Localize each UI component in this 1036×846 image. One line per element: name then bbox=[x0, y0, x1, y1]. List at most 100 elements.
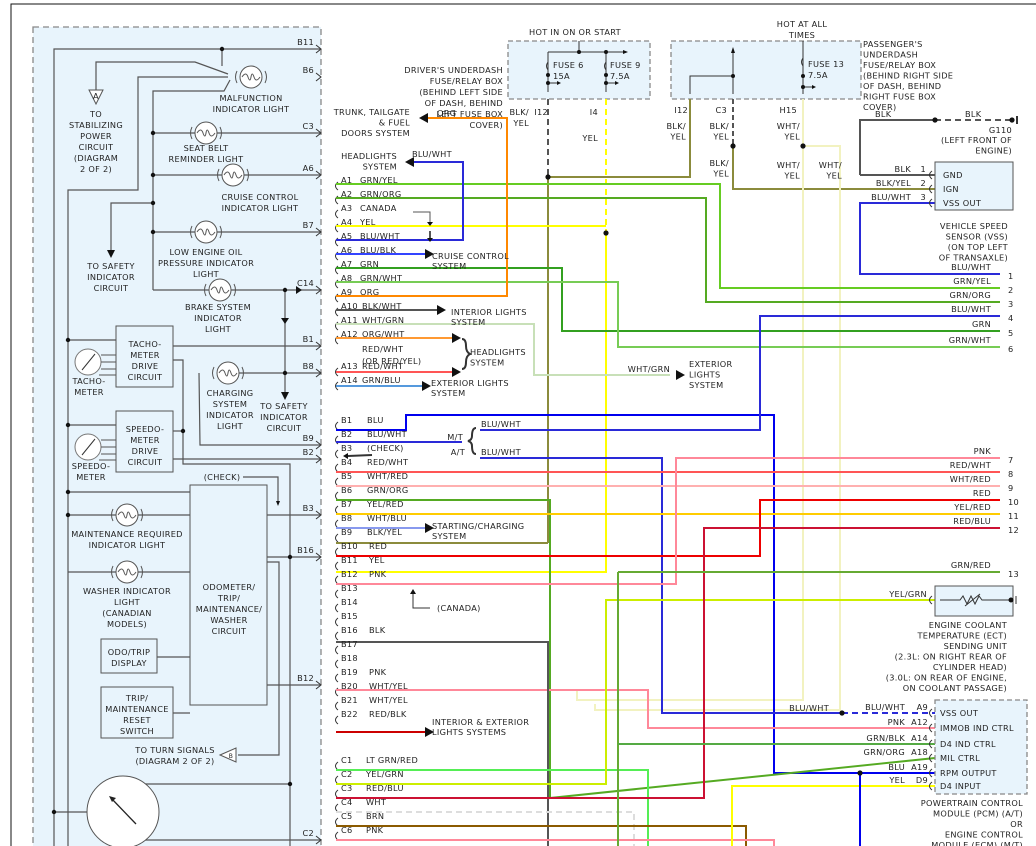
output-wire-label: GRN/ORG bbox=[950, 290, 992, 300]
ect-label: (2.3L: ON RIGHT REAR OF bbox=[895, 652, 1007, 662]
bulb-filament bbox=[223, 171, 243, 179]
junction-dot bbox=[1009, 117, 1015, 123]
wire-a7 bbox=[336, 267, 1000, 332]
indicator-light-label: LIGHT bbox=[114, 597, 141, 607]
reset-switch-box bbox=[100, 686, 174, 739]
headlights-system-label: HEADLIGHTS bbox=[341, 151, 397, 161]
trunk-system-label: TRUNK, TAILGATE bbox=[333, 107, 410, 117]
odometer-box-label: MAINTENANCE/ bbox=[196, 604, 262, 614]
connector-socket-icon bbox=[335, 715, 339, 725]
odometer-circuit-box bbox=[189, 484, 268, 706]
diode-icon bbox=[296, 286, 302, 294]
arrow-up-icon bbox=[410, 589, 416, 594]
canada-pointer-b bbox=[412, 591, 430, 609]
wire-color-label: ORG bbox=[437, 108, 456, 118]
safety-note: CIRCUIT bbox=[267, 423, 302, 433]
hot-at-all-times-label: HOT AT ALL bbox=[777, 19, 828, 29]
pin-label: B16 bbox=[341, 625, 358, 635]
tag-b-label: B bbox=[229, 753, 233, 760]
ect-label: CYLINDER HEAD) bbox=[933, 662, 1007, 672]
bulb-socket bbox=[212, 366, 244, 380]
arrow-right-icon bbox=[425, 523, 434, 533]
ect-label: ON COOLANT PASSAGE) bbox=[903, 683, 1007, 693]
vss-pin-num: 3 bbox=[920, 192, 926, 202]
canada-note: (CANADA) bbox=[437, 603, 481, 613]
output-number: 5 bbox=[1008, 328, 1014, 338]
pin-label: C3 bbox=[341, 783, 353, 793]
check-label: (CHECK) bbox=[204, 472, 241, 482]
wire-color-label: GRN/ORG bbox=[360, 189, 402, 199]
connector-socket-icon bbox=[335, 307, 339, 317]
connector-socket-icon bbox=[929, 198, 933, 208]
pcm-pin-name: MIL CTRL bbox=[940, 753, 980, 763]
pcm-wire-label: BLU bbox=[888, 762, 905, 772]
pin-label: B5 bbox=[341, 471, 352, 481]
connector-socket-icon bbox=[929, 708, 933, 718]
pin-label: A5 bbox=[341, 231, 352, 241]
wire-pcm-d4in bbox=[731, 785, 935, 846]
terminal-c3-pass: C3 bbox=[715, 105, 727, 115]
connector-socket-icon bbox=[929, 170, 933, 180]
pin-label: B1 bbox=[341, 415, 352, 425]
reset-switch-label: RESET bbox=[123, 715, 151, 725]
pin-label: A1 bbox=[341, 175, 352, 185]
headlights-system-label: SYSTEM bbox=[363, 162, 397, 172]
bulbs bbox=[111, 65, 267, 584]
terminal-i12-pass: I12 bbox=[674, 105, 688, 115]
exterior-lights-mid: EXTERIOR bbox=[689, 359, 732, 369]
wire-color-label: BLU/WHT bbox=[481, 447, 522, 457]
speedo-box-label: CIRCUIT bbox=[128, 457, 163, 467]
turn-signals-note: TO TURN SIGNALS bbox=[134, 745, 214, 755]
indicator-light-label: INDICATOR LIGHT bbox=[222, 203, 299, 213]
connector-socket-icon bbox=[335, 265, 339, 275]
vss-pin-name: IGN bbox=[943, 184, 959, 194]
pin-label: C1 bbox=[341, 755, 353, 765]
cluster-pin-chevron-icon bbox=[315, 680, 322, 690]
cluster-pin-chevron-icon bbox=[315, 341, 322, 351]
indicator-light-label: SYSTEM bbox=[213, 399, 247, 409]
wire-color-label: RED bbox=[369, 541, 387, 551]
connector-socket-icon bbox=[335, 617, 339, 627]
indicator-bulb-icon bbox=[190, 121, 222, 145]
connector-socket-icon bbox=[335, 701, 339, 711]
ground-location-label: (LEFT FRONT OF bbox=[941, 135, 1012, 145]
wire-color-label: BLU bbox=[367, 415, 384, 425]
pcm-wire-label: GRN/BLK bbox=[866, 733, 905, 743]
speedometer-label: SPEEDO- bbox=[72, 461, 111, 471]
junction-dot bbox=[800, 143, 806, 149]
pin-label: C2 bbox=[341, 769, 353, 779]
wire-color-label: YEL bbox=[581, 133, 598, 143]
vss-label: OF TRANSAXLE) bbox=[939, 253, 1008, 263]
wire-color-label: YEL bbox=[712, 169, 729, 179]
cluster-pin-label: C14 bbox=[297, 278, 314, 288]
fuse-13-rating: 7.5A bbox=[808, 70, 828, 80]
stabilizing-note: 2 OF 2) bbox=[80, 164, 112, 174]
indicator-bulb-icon bbox=[204, 278, 236, 302]
wire-b11 bbox=[336, 233, 607, 573]
arrow-right-icon bbox=[422, 381, 431, 391]
wire-color-label: ORG bbox=[360, 287, 379, 297]
tag-a-label: A bbox=[93, 91, 99, 101]
odometer-box-label: CIRCUIT bbox=[212, 626, 247, 636]
cluster-pin-label: C3 bbox=[302, 121, 314, 131]
wire-color-label: WHT/GRN bbox=[628, 364, 670, 374]
indicator-light-label: LIGHT bbox=[205, 324, 232, 334]
bracket-icon bbox=[461, 338, 473, 370]
vss-wire-label: BLU/WHT bbox=[871, 192, 912, 202]
connector-socket-icon bbox=[929, 753, 933, 763]
wire-c6 bbox=[336, 839, 775, 846]
wire-color-label: (CHECK) bbox=[367, 443, 404, 453]
drivers-fuse-box-label: OF DASH, BEHIND bbox=[425, 98, 503, 108]
odometer-box-label: WASHER bbox=[210, 615, 247, 625]
connector-socket-icon bbox=[335, 367, 339, 377]
connector-socket-icon bbox=[929, 184, 933, 194]
wire-c4 bbox=[336, 811, 635, 846]
pin-label: B19 bbox=[341, 667, 358, 677]
wire-color-label: BLK/WHT bbox=[362, 301, 402, 311]
wire-color-label: WHT/ bbox=[777, 160, 800, 170]
vss-pin-name: GND bbox=[943, 170, 963, 180]
ect-label: TEMPERATURE (ECT) bbox=[916, 631, 1007, 641]
output-number: 7 bbox=[1008, 455, 1014, 465]
wire-color-label: BLU/WHT bbox=[412, 149, 453, 159]
connector-socket-icon bbox=[929, 739, 933, 749]
